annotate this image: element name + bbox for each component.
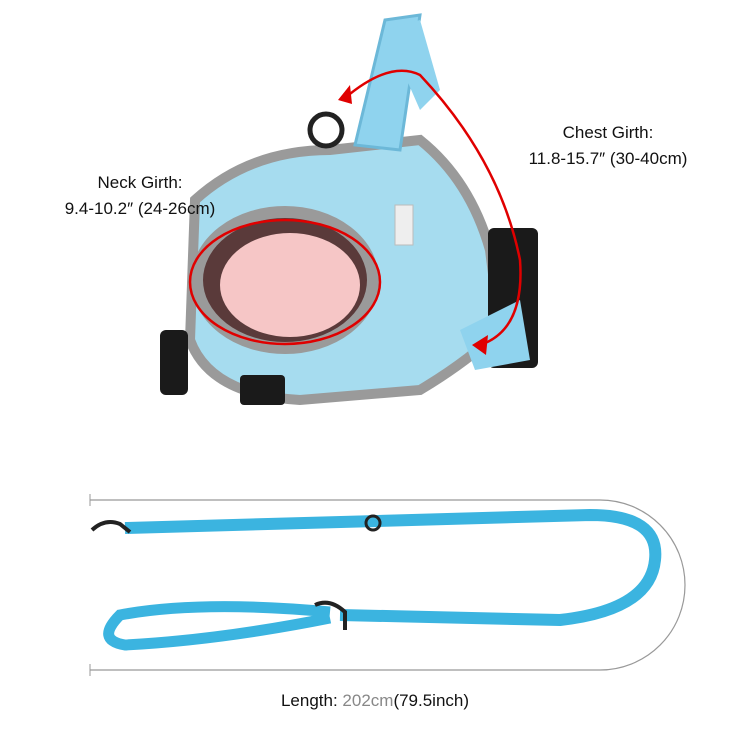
neck-lining [220, 233, 360, 337]
side-buckle [240, 375, 285, 405]
leash-clip [90, 520, 132, 534]
leash-clip [314, 600, 347, 630]
length-guide-line [90, 499, 686, 671]
length-label: Length: 202cm(79.5inch) [0, 688, 750, 714]
chest-girth-measure [344, 69, 522, 347]
length-cm: 202cm [342, 691, 394, 710]
length-inch: (79.5inch) [393, 691, 470, 710]
arrow-head-icon [472, 335, 488, 355]
neck-girth-title: Neck Girth: [97, 173, 183, 192]
chest-girth-title: Chest Girth: [562, 123, 654, 142]
arrow-head-icon [338, 85, 352, 104]
chest-girth-value: 11.8-15.7″ (30-40cm) [528, 149, 688, 168]
handle-loop [385, 20, 440, 110]
chest-girth-label: Chest Girth: 11.8-15.7″ (30-40cm) [508, 120, 708, 172]
d-ring [307, 111, 345, 149]
neck-girth-label: Neck Girth: 9.4-10.2″ (24-26cm) [40, 170, 240, 222]
leash-ring [364, 514, 382, 532]
neck-girth-measure [188, 218, 382, 346]
neck-girth-value: 9.4-10.2″ (24-26cm) [64, 199, 216, 218]
leash-loop [394, 204, 414, 246]
length-prefix: Length: [280, 691, 343, 710]
neck-buckle [160, 330, 188, 395]
leash [90, 508, 662, 651]
